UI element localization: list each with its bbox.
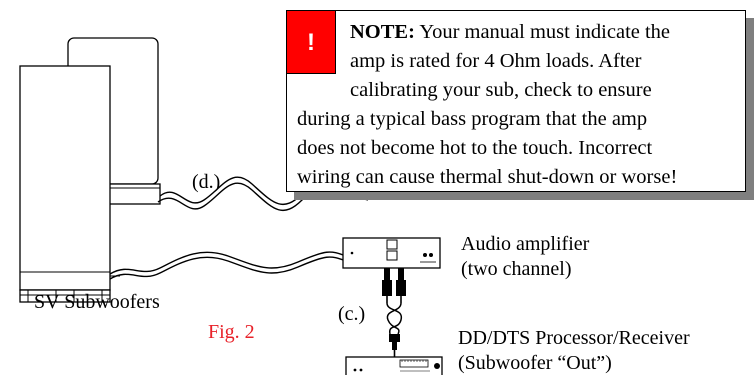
note-line-1: NOTE: Your manual must indicate the [350,18,670,47]
audio-amplifier [342,237,441,269]
cable-c-label: (c.) [338,303,366,325]
interconnect-plug-bottom [389,334,400,357]
note-line-4: during a typical bass program that the a… [297,108,648,130]
note-box [286,10,746,192]
note-line-3: calibrating your sub, check to ensure [350,79,652,101]
interconnect-cable [386,302,403,335]
amplifier-label-line2: (two channel) [461,258,572,280]
note-line-6: wiring can cause thermal shut-down or wo… [297,166,678,188]
figure-label: Fig. 2 [208,321,255,343]
note-shadow-bottom [294,192,754,200]
speaker-cable-4 [109,256,347,280]
note-line-1-text: Your manual must indicate the [419,21,671,43]
amplifier-label-line1: Audio amplifier [461,233,590,255]
rca-plugs [382,268,406,303]
subwoofers-label: SV Subwoofers [34,291,160,313]
cable-d-label: (d.) [192,171,221,193]
processor-label-line2: (Subwoofer “Out”) [458,352,612,374]
note-line-2: amp is rated for 4 Ohm loads. After [350,50,642,72]
note-title: NOTE: [350,21,415,43]
subwoofer-front [19,65,120,303]
note-line-5: does not become hot to the touch. Incorr… [297,137,653,159]
warning-icon: ! [286,10,336,74]
processor-label-line1: DD/DTS Processor/Receiver [458,327,690,349]
processor-receiver [345,356,443,375]
speaker-cable-3 [109,251,347,275]
note-shadow-right [746,18,754,200]
